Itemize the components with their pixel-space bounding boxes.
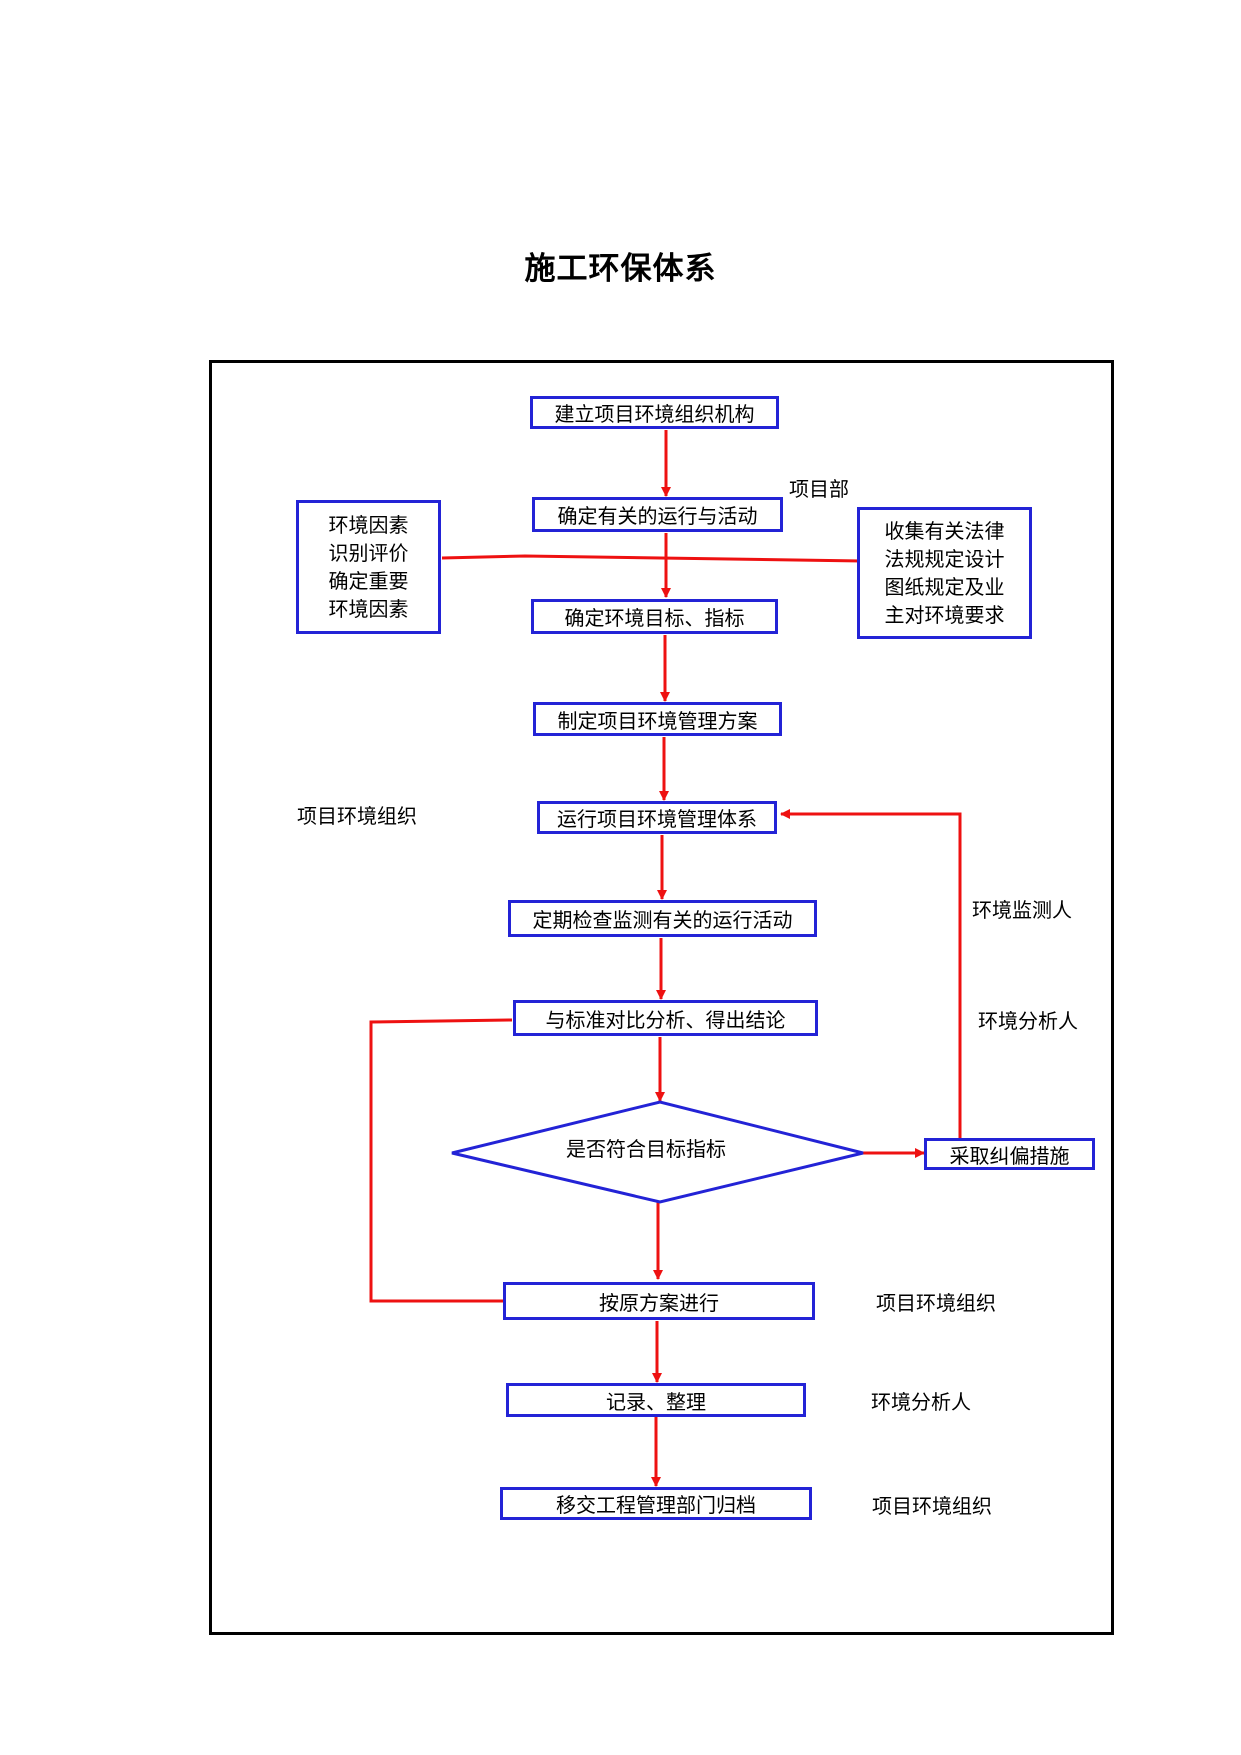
step-run-system: 运行项目环境管理体系 — [537, 801, 777, 834]
note-analyst-right: 环境分析人 — [978, 1009, 1078, 1033]
note-project-dept: 项目部 — [789, 477, 849, 501]
note-analyst-s9: 环境分析人 — [871, 1390, 971, 1414]
loop-correct-to-s5 — [780, 809, 962, 1139]
note-org-s8: 项目环境组织 — [876, 1291, 996, 1315]
step-transfer-archive: 移交工程管理部门归档 — [500, 1487, 812, 1520]
step-build-org: 建立项目环境组织机构 — [530, 396, 779, 429]
env-factors-box: 环境因素 识别评价 确定重要 环境因素 — [296, 500, 441, 634]
step-compare-analyze: 与标准对比分析、得出结论 — [513, 1000, 818, 1036]
env-factors-line-2: 识别评价 — [328, 541, 409, 565]
regulations-box: 收集有关法律 法规规定设计 图纸规定及业 主对环境要求 — [857, 507, 1032, 639]
regulations-line-3: 图纸规定及业 — [884, 575, 1005, 599]
step-determine-operations: 确定有关的运行与活动 — [532, 497, 783, 532]
regulations-line-1: 收集有关法律 — [884, 519, 1005, 543]
step-set-targets: 确定环境目标、指标 — [531, 599, 778, 634]
regulations-line-4: 主对环境要求 — [884, 603, 1005, 627]
note-monitor: 环境监测人 — [972, 898, 1072, 922]
regulations-line-2: 法规规定设计 — [884, 547, 1005, 571]
loop-s8-to-s7 — [369, 1018, 513, 1303]
step-record-organize: 记录、整理 — [506, 1383, 806, 1417]
decision-label: 是否符合目标指标 — [566, 1137, 726, 1161]
line-left-box-to-right-box — [441, 554, 863, 563]
step-take-corrective-action: 采取纠偏措施 — [924, 1138, 1095, 1170]
decision-diamond — [451, 1100, 864, 1204]
env-factors-line-1: 环境因素 — [328, 513, 409, 537]
diagram-frame — [209, 360, 1114, 1635]
env-factors-line-4: 环境因素 — [328, 597, 409, 621]
page-title: 施工环保体系 — [524, 251, 717, 287]
note-org-s10: 项目环境组织 — [872, 1494, 992, 1518]
step-make-plan: 制定项目环境管理方案 — [533, 702, 782, 736]
step-periodic-check: 定期检查监测有关的运行活动 — [508, 900, 817, 937]
note-org-left: 项目环境组织 — [297, 804, 417, 828]
step-follow-original-plan: 按原方案进行 — [503, 1282, 815, 1320]
env-factors-line-3: 确定重要 — [328, 569, 409, 593]
